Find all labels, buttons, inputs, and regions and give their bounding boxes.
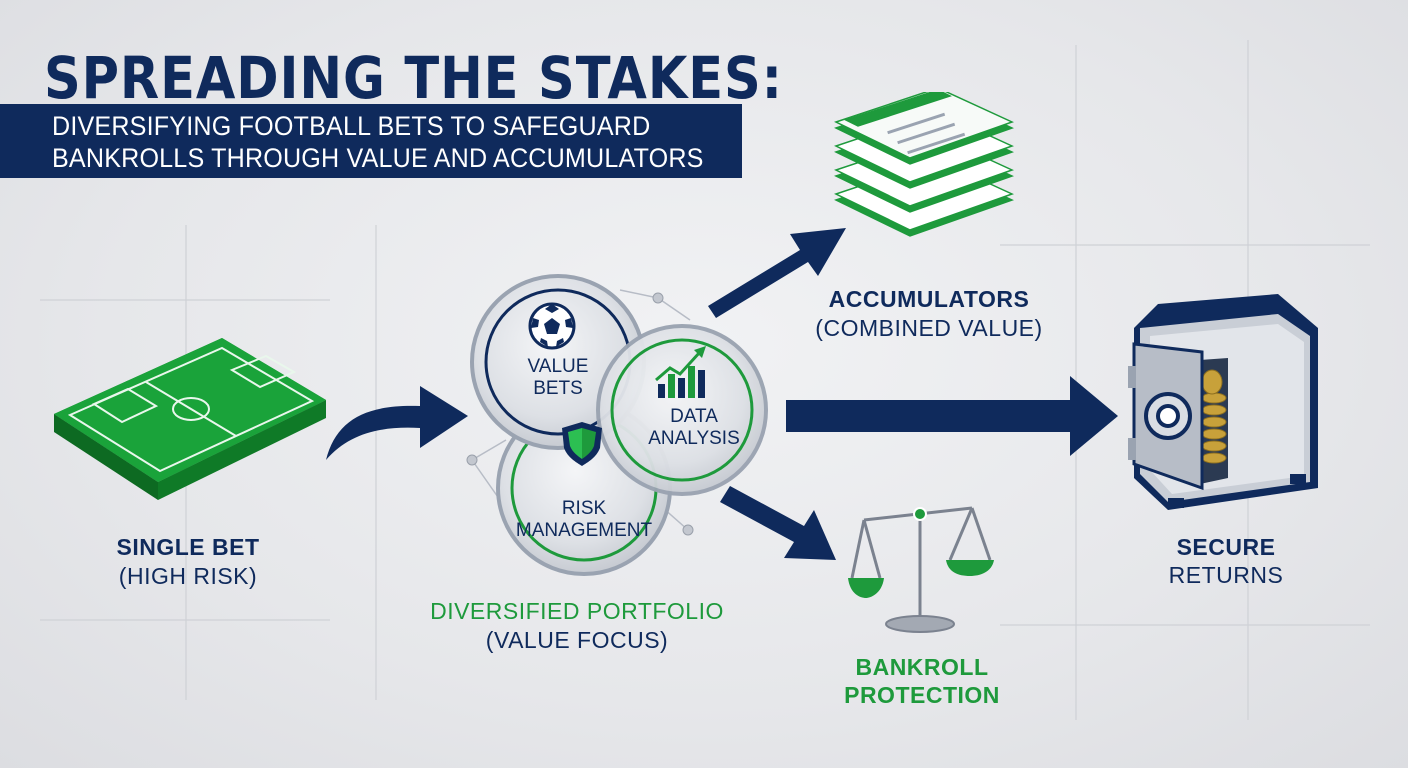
safe-with-coins-icon	[1128, 294, 1318, 510]
data-circle	[596, 324, 768, 496]
portfolio-circles	[470, 274, 768, 576]
data-analysis-label-2: ANALYSIS	[648, 428, 740, 449]
risk-management-label-2: MANAGEMENT	[515, 520, 653, 541]
secure-label: SECURE	[1176, 534, 1276, 560]
bar-chart-up-icon	[655, 346, 706, 398]
subtitle-banner: DIVERSIFYING FOOTBALL BETS TO SAFEGUARD …	[0, 104, 742, 178]
arrow-to-accumulators	[708, 228, 846, 318]
single-bet-sublabel: (HIGH RISK)	[118, 563, 258, 589]
bankroll-label: BANKROLL	[855, 654, 989, 680]
single-bet-label: SINGLE BET	[116, 534, 260, 560]
network-lines	[466, 289, 694, 536]
football-pitch-icon	[54, 338, 326, 500]
portfolio-label: DIVERSIFIED PORTFOLIO	[430, 598, 724, 624]
portfolio-sublabel: (VALUE FOCUS)	[485, 627, 669, 653]
accumulators-sublabel: (COMBINED VALUE)	[815, 315, 1043, 341]
subtitle-line-1: DIVERSIFYING FOOTBALL BETS TO SAFEGUARD	[52, 111, 651, 141]
value-bets-label-1: VALUE	[527, 356, 589, 377]
value-bets-label-2: BETS	[533, 378, 583, 399]
balance-scale-icon	[848, 506, 994, 633]
soccer-ball-icon	[528, 302, 576, 350]
page-title: SPREADING THE STAKES:	[44, 44, 783, 112]
accumulators-label: ACCUMULATORS	[828, 286, 1030, 312]
subtitle-line-2: BANKROLLS THROUGH VALUE AND ACCUMULATORS	[52, 143, 704, 173]
bankroll-sublabel: PROTECTION	[844, 682, 1000, 708]
risk-management-label-1: RISK	[561, 498, 607, 519]
data-analysis-label-1: DATA	[670, 406, 718, 427]
secure-sublabel: RETURNS	[1168, 562, 1284, 588]
arrow-to-portfolio	[326, 386, 468, 460]
bet-slips-icon	[834, 92, 1014, 237]
shield-icon	[562, 422, 602, 466]
arrow-to-secure	[786, 376, 1118, 456]
arrow-to-bankroll	[720, 486, 836, 560]
